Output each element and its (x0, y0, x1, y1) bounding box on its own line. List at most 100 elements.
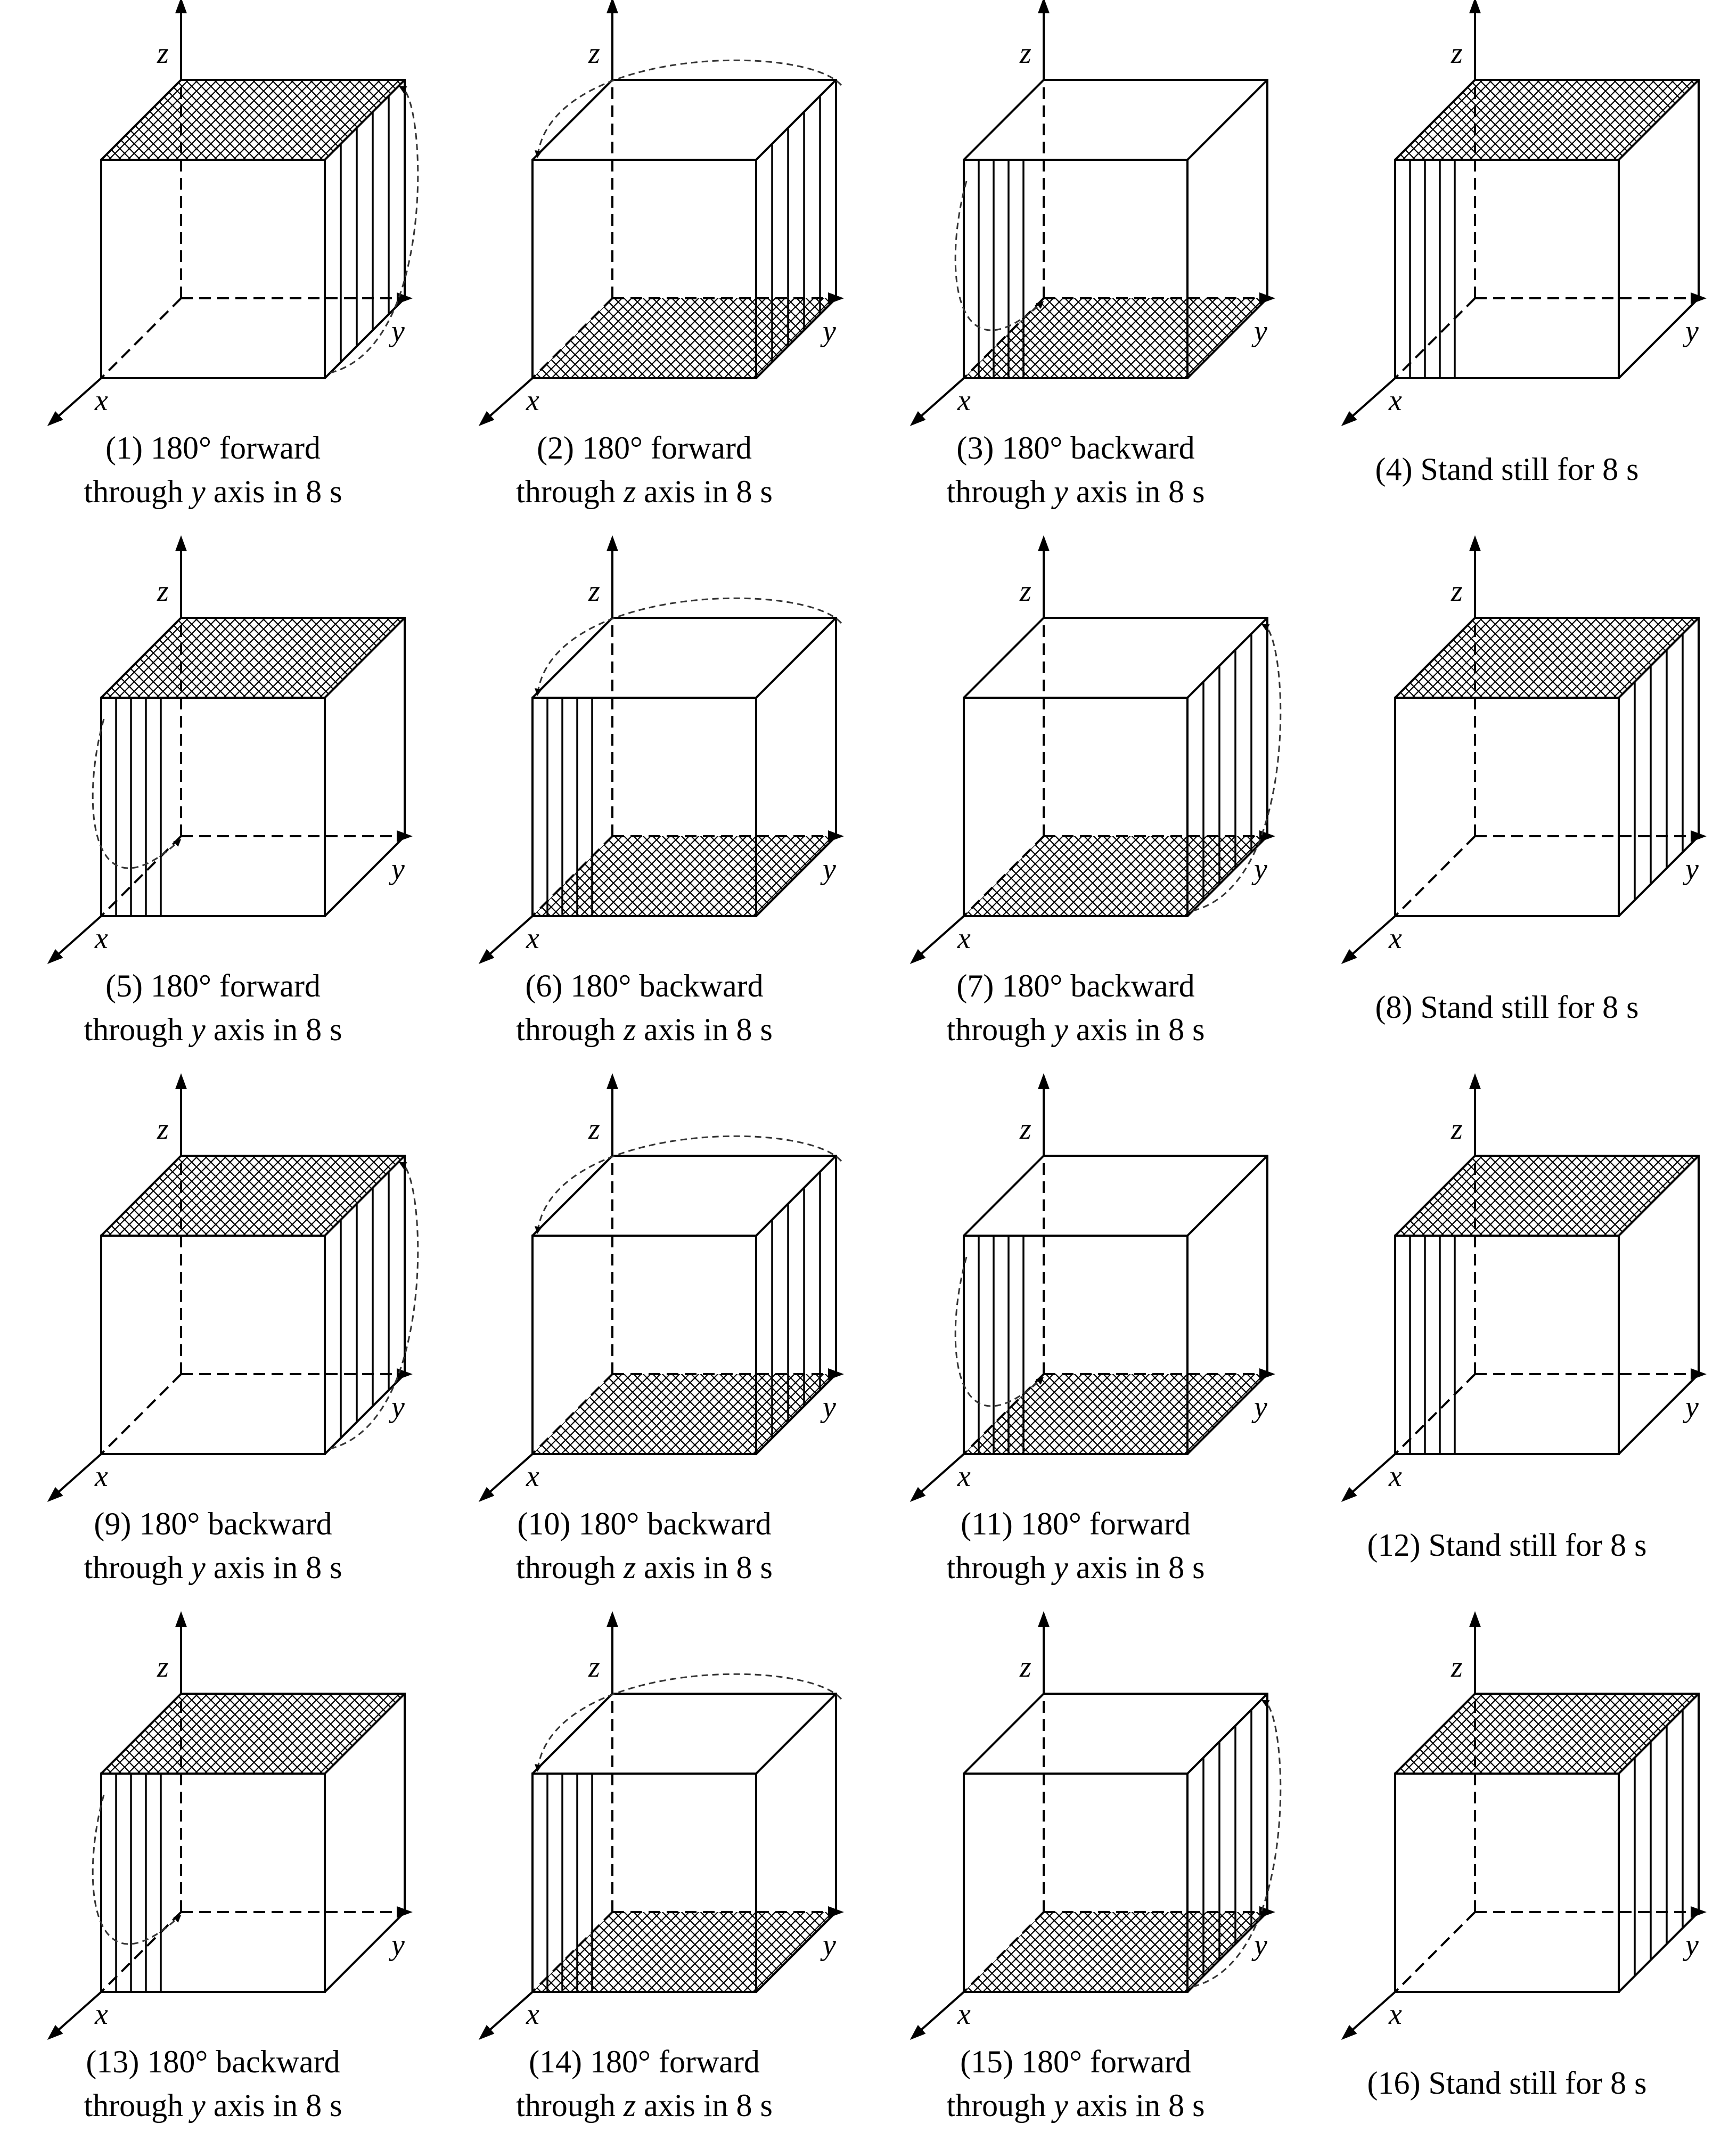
hatched-top-face (101, 1156, 405, 1236)
hatched-bottom-face (964, 1374, 1267, 1454)
cube-diagram: zyx (909, 1073, 1268, 1502)
cube-diagram: zyx (47, 1611, 406, 2040)
x-axis-label: x (94, 384, 108, 417)
hidden-edge-x (963, 1911, 1045, 1993)
hidden-edge-x (531, 297, 613, 379)
front-face (531, 1773, 757, 1993)
hidden-edge-x (100, 835, 182, 917)
front-face (963, 1235, 1189, 1455)
z-axis-label: z (1451, 575, 1463, 608)
y-axis-label: y (1251, 853, 1267, 886)
cube-diagram: zyx (47, 535, 406, 964)
y-axis-label: y (389, 1929, 405, 1962)
caption-line-2: through y axis in 8 s (84, 2088, 342, 2123)
caption-line-1: (15) 180° forward (960, 2044, 1191, 2079)
cube-diagram: zyx (1341, 1611, 1700, 2040)
y-axis-label: y (1251, 315, 1267, 348)
front-face (531, 697, 757, 917)
cube-edge (1186, 617, 1268, 699)
hidden-edge-x (963, 1373, 1045, 1455)
z-axis-label: z (1451, 1113, 1463, 1146)
hidden-edge-x (100, 1911, 182, 1993)
cube-edge (324, 1693, 406, 1775)
front-face (963, 697, 1189, 917)
cube-edge (1186, 1693, 1268, 1775)
x-axis-label: x (1388, 1460, 1402, 1493)
cube-edge (755, 1155, 837, 1237)
x-axis-arrow (478, 915, 534, 964)
z-axis-label: z (588, 37, 600, 70)
hatched-bottom-face (532, 1912, 836, 1992)
x-axis-label: x (94, 1998, 108, 2031)
x-axis-arrow (1341, 1453, 1396, 1502)
front-face (100, 1235, 326, 1455)
hidden-edge-x (531, 1373, 613, 1455)
y-axis-label: y (389, 315, 405, 348)
cube-edge (1618, 1155, 1700, 1237)
hatched-top-face (101, 1694, 405, 1774)
hidden-edge-x (531, 1911, 613, 1993)
x-axis-arrow (909, 915, 965, 964)
x-axis-arrow (909, 377, 965, 426)
cube-diagram: zyx (1341, 535, 1700, 964)
front-face (531, 1235, 757, 1455)
caption-line-2: through y axis in 8 s (84, 474, 342, 509)
x-axis-arrow (478, 1991, 534, 2040)
y-axis-label: y (820, 1391, 836, 1424)
cube-diagram: zyx (909, 0, 1268, 426)
x-axis-label: x (1388, 384, 1402, 417)
y-axis-label: y (1683, 1391, 1699, 1424)
panel-step-12: z y x (12) Stand still for 8 s (1294, 1073, 1720, 1614)
hatched-top-face (101, 618, 405, 698)
caption-line-1: (16) Stand still for 8 s (1367, 2065, 1647, 2101)
y-axis-label: y (820, 315, 836, 348)
rotation-arrow (92, 1794, 182, 1945)
front-face (1394, 159, 1620, 379)
y-axis-label: y (820, 1929, 836, 1962)
caption-line-1: (11) 180° forward (961, 1506, 1191, 1541)
front-face (1394, 1235, 1620, 1455)
front-face (963, 159, 1189, 379)
x-axis-arrow (478, 1453, 534, 1502)
x-axis-arrow (47, 377, 102, 426)
cube-diagram: z y x (1341, 1073, 1700, 1502)
caption-line-2: through y axis in 8 s (946, 1012, 1205, 1047)
cube-diagram: zyx (1341, 0, 1700, 426)
x-axis-label: x (526, 922, 539, 955)
cube-edge (1618, 1693, 1700, 1775)
caption-line-1: (12) Stand still for 8 s (1367, 1528, 1647, 1563)
cube-diagram: zyx (478, 0, 842, 426)
y-axis-label: y (1683, 853, 1699, 886)
caption-line-1: (1) 180° forward (105, 430, 321, 466)
cube-diagram: zyx (909, 535, 1282, 964)
step-caption: (4) Stand still for 8 s (1294, 447, 1720, 491)
cube-edge (1618, 617, 1700, 699)
hatched-bottom-face (964, 1912, 1267, 1992)
cube-edge (1618, 79, 1700, 161)
hatched-bottom-face (964, 298, 1267, 378)
z-axis-label: z (1451, 37, 1463, 70)
front-face (100, 1773, 326, 1993)
hidden-edge-x (1394, 1911, 1476, 1993)
cube-diagram: zyx (478, 535, 842, 964)
y-axis-label: y (820, 853, 836, 886)
rotation-arrow (535, 597, 842, 696)
step-caption: (1) 180° forward through y axis in 8 s (0, 426, 426, 513)
